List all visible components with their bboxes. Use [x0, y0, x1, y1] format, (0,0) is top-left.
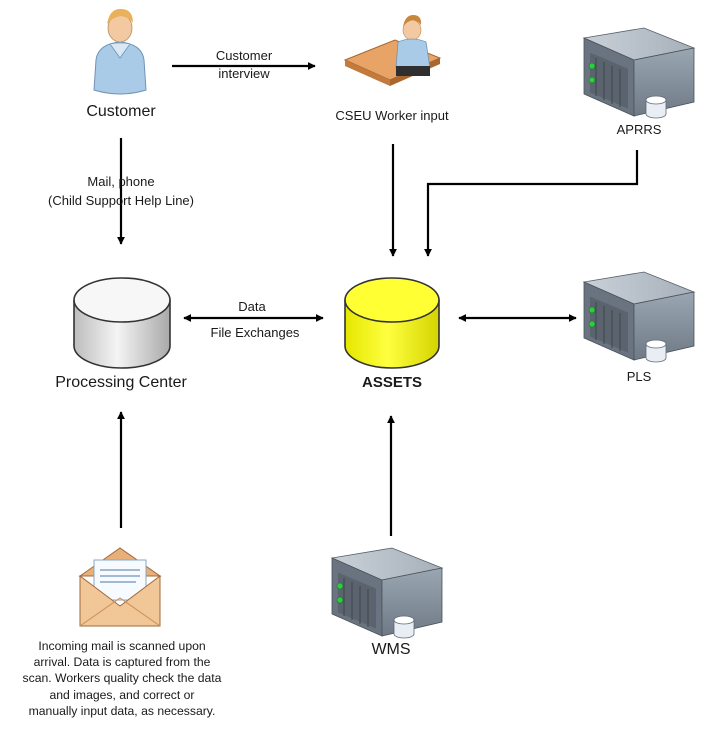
- database-icon-assets: [344, 277, 440, 369]
- data-label-line2: File Exchanges: [210, 325, 300, 340]
- mail-label-line1: Mail, phone: [87, 174, 155, 189]
- arrow-aprrs-to-assets: [424, 150, 639, 257]
- data-label-line1: Data: [238, 299, 266, 314]
- interview-label-line1: Customer: [215, 48, 273, 63]
- worker-at-computer-icon: [343, 15, 442, 86]
- assets-label: ASSETS: [361, 374, 423, 391]
- server-icon-wms: [331, 547, 443, 639]
- customer-label: Customer: [86, 103, 156, 120]
- person-icon: [93, 8, 147, 95]
- server-icon-pls: [583, 271, 695, 363]
- pls-label: PLS: [626, 369, 652, 384]
- server-icon-aprrs: [583, 27, 695, 119]
- aprrs-label: APRRS: [616, 122, 662, 137]
- mail-process-note: Incoming mail is scanned upon arrival. D…: [22, 639, 222, 718]
- processing-center-label: Processing Center: [55, 374, 187, 391]
- database-icon-processing: [73, 277, 171, 369]
- worker-label: CSEU Worker input: [335, 108, 449, 123]
- envelope-icon: [78, 547, 162, 627]
- mail-label-line2: (Child Support Help Line): [48, 193, 194, 208]
- interview-label-line2: interview: [218, 66, 270, 81]
- wms-label: WMS: [371, 641, 411, 658]
